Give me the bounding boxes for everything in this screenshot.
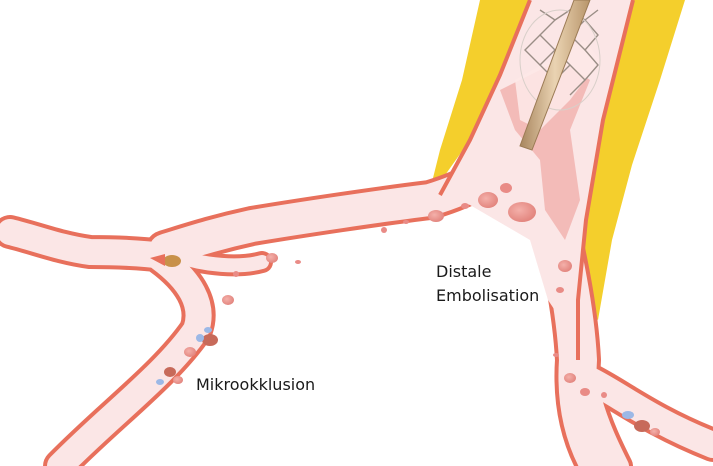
embolus bbox=[196, 334, 204, 342]
embolus bbox=[164, 367, 176, 377]
distal-embolization-label: Distale Embolisation bbox=[436, 260, 539, 308]
embolus bbox=[508, 202, 536, 222]
micro-occlusion-label: Mikrookklusion bbox=[196, 373, 315, 397]
embolus bbox=[403, 220, 409, 224]
embolus bbox=[558, 260, 572, 272]
distal-label-line2: Embolisation bbox=[436, 284, 539, 308]
embolus bbox=[601, 392, 607, 398]
embolus bbox=[580, 388, 590, 396]
occluding-embolus bbox=[163, 255, 181, 267]
distal-label-line1: Distale bbox=[436, 260, 539, 284]
embolus bbox=[381, 227, 387, 233]
embolus bbox=[553, 353, 559, 357]
embolus bbox=[461, 203, 469, 209]
embolus bbox=[478, 192, 498, 208]
embolus bbox=[634, 420, 650, 432]
embolus bbox=[295, 260, 301, 264]
embolus bbox=[173, 376, 183, 384]
embolus bbox=[650, 428, 660, 436]
embolus bbox=[622, 411, 634, 419]
embolus bbox=[233, 271, 239, 277]
embolus bbox=[500, 183, 512, 193]
embolus bbox=[222, 295, 234, 305]
embolus bbox=[428, 210, 444, 222]
embolus bbox=[204, 327, 212, 333]
embolus bbox=[564, 373, 576, 383]
embolus bbox=[156, 379, 164, 385]
embolus bbox=[184, 347, 196, 357]
embolus bbox=[266, 253, 278, 263]
embolus bbox=[202, 334, 218, 346]
embolus bbox=[556, 287, 564, 293]
